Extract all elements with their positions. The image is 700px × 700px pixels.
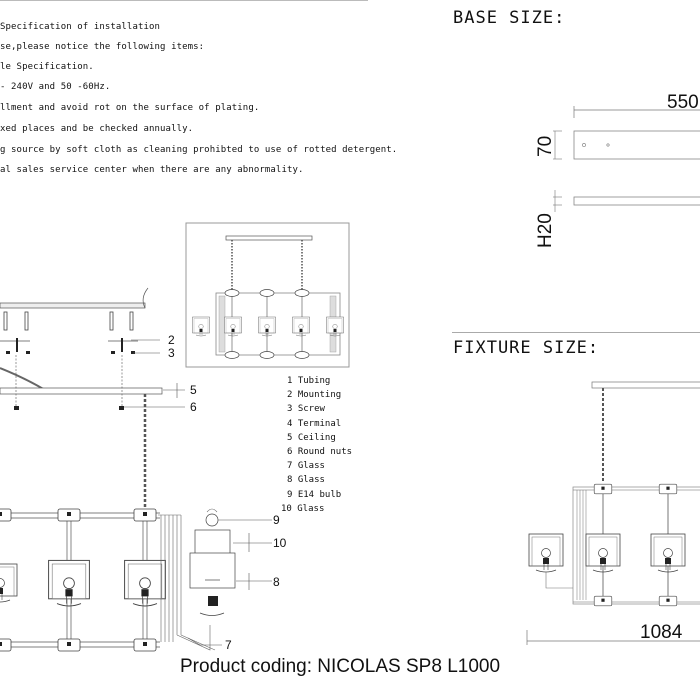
legend-item: 10 Glass (281, 503, 325, 514)
callout-2: 2 (168, 333, 175, 347)
legend-item: 9 E14 bulb (287, 489, 342, 500)
legend-item: 6 Round nuts (287, 447, 353, 458)
fixture-front-view-left (0, 394, 272, 652)
instruction-line: al sales service center when there are a… (0, 165, 304, 175)
legend-item: 1 Tubing (287, 376, 331, 386)
callout-9: 9 (273, 513, 280, 527)
top-border-line (0, 0, 368, 1)
callout-6: 6 (190, 400, 197, 414)
callout-10: 10 (273, 536, 287, 550)
fixture-length-dimension: 1084 (640, 622, 683, 643)
base-width-dimension: 70 (535, 135, 556, 157)
base-side-view (553, 190, 700, 212)
instruction-line: g source by soft cloth as cleaning prohi… (0, 145, 398, 155)
base-height-dimension: H20 (535, 213, 556, 248)
base-top-view (553, 106, 700, 160)
legend-item: 2 Mounting (287, 390, 342, 401)
instruction-line: xed places and be checked annually. (0, 124, 194, 134)
callout-3: 3 (168, 346, 175, 360)
ceiling-mount-exploded (0, 287, 185, 410)
fixture-size-title: FIXTURE SIZE: (453, 338, 600, 358)
instruction-line: le Specification. (0, 62, 94, 72)
base-length-dimension: 550 (667, 92, 699, 113)
base-size-title: BASE SIZE: (453, 8, 566, 28)
product-coding: Product coding: NICOLAS SP8 L1000 (180, 656, 501, 677)
instruction-line: Specification of installation (0, 22, 161, 32)
instruction-line: se,please notice the following items: (0, 42, 205, 52)
legend-item: 4 Terminal (287, 418, 342, 429)
section-divider (452, 332, 700, 333)
callout-8: 8 (273, 575, 280, 589)
legend-item: 3 Screw (287, 404, 325, 415)
legend-item: 7 Glass (287, 461, 325, 472)
legend-item: 5 Ceiling (287, 432, 336, 443)
legend-item: 8 Glass (287, 475, 325, 486)
fixture-size-drawing (526, 381, 700, 645)
parts-legend: 1 Tubing 2 Mounting 3 Screw 4 Terminal 5… (281, 374, 353, 516)
callout-5: 5 (190, 383, 197, 397)
callout-7: 7 (225, 638, 232, 652)
instruction-line: - 240V and 50 -60Hz. (0, 82, 111, 92)
instruction-line: llment and avoid rot on the surface of p… (0, 103, 260, 113)
inset-overview-diagram (185, 222, 350, 368)
